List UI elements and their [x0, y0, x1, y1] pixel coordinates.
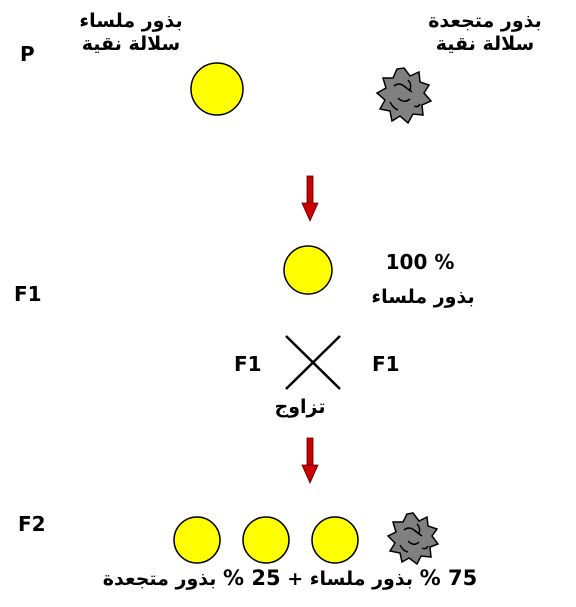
wrinkled-seed-icon	[375, 67, 433, 125]
parent-smooth-label: بذور ملساء سلالة نقية	[56, 10, 206, 56]
f1-description: بذور ملساء	[371, 286, 475, 308]
down-arrow-icon	[301, 175, 319, 222]
f2-wrinkled-label: بذور متجعدة	[102, 568, 217, 590]
cross-word: تزاوج	[274, 396, 326, 418]
smooth-seed-icon	[190, 62, 244, 116]
f2-ratio-summary: 75 % بذور ملساء + 25 % بذور متجعدة	[100, 566, 480, 590]
parent-wrinkled-label: بذور متجعدة سلالة نقية	[410, 10, 560, 56]
f2-smooth-seed-icon	[173, 516, 221, 564]
f1-percent: 100 %	[385, 250, 455, 274]
f2-percent-wrinkled: 25 %	[223, 566, 281, 590]
generation-label-p: P	[20, 42, 35, 66]
parent-smooth-line2: سلالة نقية	[81, 33, 181, 55]
f2-smooth-seed-icon	[242, 516, 290, 564]
f1-smooth-seed-icon	[283, 245, 333, 295]
cross-icon	[285, 335, 341, 390]
parent-wrinkled-line2: سلالة نقية	[435, 33, 535, 55]
f2-plus-sign: +	[287, 568, 304, 590]
cross-left-label: F1	[234, 352, 262, 376]
generation-label-f1: F1	[14, 282, 42, 306]
generation-label-f2: F2	[18, 512, 46, 536]
cross-right-label: F1	[372, 352, 400, 376]
f2-wrinkled-seed-icon	[386, 512, 440, 566]
down-arrow-icon	[301, 437, 319, 484]
f2-smooth-seed-icon	[311, 516, 359, 564]
parent-wrinkled-line1: بذور متجعدة	[428, 10, 542, 32]
f2-percent-smooth: 75 %	[419, 566, 478, 590]
parent-smooth-line1: بذور ملساء	[79, 10, 183, 32]
f2-smooth-label: بذور ملساء	[309, 568, 413, 590]
